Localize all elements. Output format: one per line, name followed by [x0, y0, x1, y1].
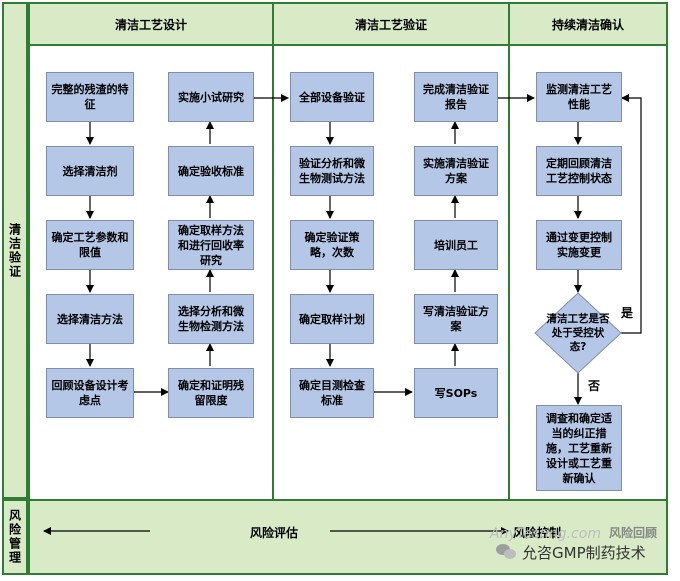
decision-label: 清洁工艺是否处于受控状态? — [546, 313, 610, 353]
design-step-1: 完整的残渣的特征 — [46, 72, 134, 122]
verify-step-7: 写清洁验证方案 — [414, 294, 498, 344]
lane-header-continued: 持续清洁确认 — [508, 2, 668, 46]
lane-title-verify: 清洁工艺验证 — [354, 17, 427, 32]
decision-diamond — [534, 292, 622, 374]
decision-yes-label: 是 — [621, 306, 634, 320]
continued-step-1: 监测清洁工艺性能 — [536, 72, 622, 122]
design-step-7: 选择分析和微生物检测方法 — [168, 294, 254, 344]
continued-step-3: 通过变更控制实施变更 — [536, 220, 622, 270]
risk-review-label: 风险回顾 — [609, 526, 658, 540]
watermark-sub: AnyTesting.com — [490, 526, 601, 542]
corrective-action-box: 调查和确定适当的纠正措施，工艺重新设计或工艺重新确认 — [536, 405, 622, 491]
verify-step-5: 确定目测检查标准 — [290, 368, 374, 418]
continued-step-2: 定期回顾清洁工艺控制状态 — [536, 146, 622, 196]
design-step-3: 确定工艺参数和限值 — [46, 220, 134, 270]
design-step-2: 选择清洁剂 — [46, 146, 134, 196]
risk-assess-label: 风险评估 — [250, 526, 299, 540]
design-step-8: 确定取样方法和进行回收率研究 — [168, 220, 254, 270]
verify-step-1: 全部设备验证 — [290, 72, 374, 122]
verify-step-10: 完成清洁验证报告 — [414, 72, 498, 122]
design-step-6: 确定和证明残留限度 — [168, 368, 254, 418]
risk-band — [28, 499, 668, 575]
verify-step-8: 培训员工 — [414, 220, 498, 270]
lane-title-design: 清洁工艺设计 — [114, 17, 187, 32]
watermark-main: 允咨GMP制药技术 — [496, 542, 646, 563]
side-label-validation-text: 清洁验证 — [7, 222, 22, 279]
lane-title-continued: 持续清洁确认 — [551, 17, 624, 32]
side-label-risk-text: 风险管理 — [7, 509, 22, 565]
verify-step-3: 确定验证策略，次数 — [290, 220, 374, 270]
risk-control-label: 风险控制 — [513, 526, 562, 540]
design-step-5: 回顾设备设计考虑点 — [46, 368, 134, 418]
side-label-risk: 风险管理 — [2, 499, 28, 575]
verify-step-4: 确定取样计划 — [290, 294, 374, 344]
design-step-9: 确定验收标准 — [168, 146, 254, 196]
side-label-validation: 清洁验证 — [2, 2, 28, 499]
verify-step-6: 写SOPs — [414, 368, 498, 418]
verify-step-9: 实施清洁验证方案 — [414, 146, 498, 196]
design-step-10: 实施小试研究 — [168, 72, 254, 122]
lane-header-design: 清洁工艺设计 — [28, 2, 274, 46]
wechat-icon — [496, 544, 518, 561]
design-step-4: 选择清洁方法 — [46, 294, 134, 344]
decision-no-label: 否 — [588, 379, 601, 393]
verify-step-2: 验证分析和微生物测试方法 — [290, 146, 374, 196]
